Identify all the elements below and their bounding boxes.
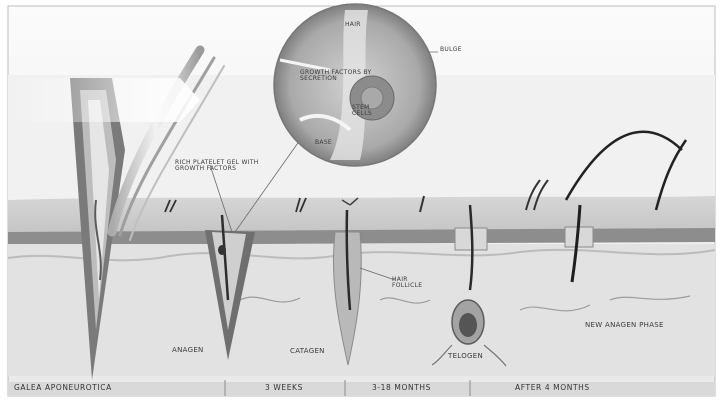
growth-factor-arrow [10,78,200,122]
inset-label-hair: HAIR [345,22,361,28]
anagen-bulb [218,245,226,255]
timeline-label-galea: GALEA APONEUROTICA [14,384,112,392]
label-anagen: ANAGEN [172,347,204,354]
magnified-inset [274,4,436,166]
timeline-label-3-weeks: 3 WEEKS [265,384,303,392]
label-hair-follicle: HAIR FOLLICLE [392,277,434,290]
timeline-label-after-4-months: AFTER 4 MONTHS [515,384,590,392]
timeline-band [8,382,715,396]
inset-label-bulge: BULGE [440,47,462,53]
inset-label-stem-cells: STEM CELLS [352,105,380,118]
inset-label-base: BASE [315,140,332,146]
label-catagen: CATAGEN [290,348,325,355]
label-new-anagen: NEW ANAGEN PHASE [585,322,664,329]
inset-label-growth-factors: GROWTH FACTORS BY SECRETION [300,70,372,83]
callout-platelet-gel: RICH PLATELET GEL WITH GROWTH FACTORS [175,160,265,173]
label-telogen: TELOGEN [448,353,483,360]
telogen-papilla-core [459,313,477,337]
timeline-label-3-18-months: 3-18 MONTHS [372,384,431,392]
